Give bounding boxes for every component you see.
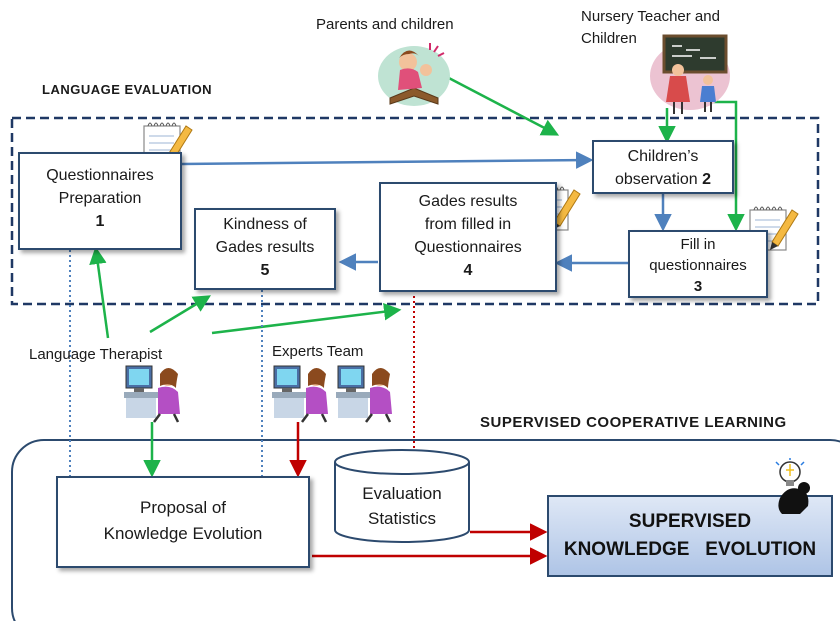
nursery-teacher-label-line2: Children <box>581 30 637 47</box>
box-4-line2: from filled in <box>424 216 512 233</box>
language-evaluation-frame <box>10 116 820 306</box>
box-3-line2: questionnaires <box>649 257 747 274</box>
supervised-line1: SUPERVISED <box>628 511 752 532</box>
arrow-teacher-to-3 <box>712 100 745 232</box>
lightbulb-thinker-icon <box>775 458 810 514</box>
box-1-line1: Questionnaires <box>46 167 154 184</box>
box-4-line3: Questionnaires <box>414 239 522 256</box>
language-evaluation-label: LANGUAGE EVALUATION <box>42 82 213 97</box>
box-2-number: 2 <box>702 171 712 188</box>
proposal-line1: Proposal of <box>140 498 226 517</box>
computer-user-icon <box>336 365 392 423</box>
nursery-teacher-label-line1: Nursery Teacher and <box>581 8 720 25</box>
parents-children-label: Parents and children <box>316 16 454 33</box>
questionnaires-preparation-box: Questionnaires Preparation 1 <box>18 152 182 250</box>
proposal-knowledge-evolution-box: Proposal of Knowledge Evolution <box>56 476 310 568</box>
box-4-number: 4 <box>463 262 473 279</box>
statistics-line2: Statistics <box>367 509 437 528</box>
box-4-line1: Gades results <box>418 193 518 210</box>
box-3-line1: Fill in <box>680 236 716 253</box>
computer-user-icon <box>272 365 328 423</box>
childrens-observation-box: Children’s observation 2 <box>592 140 734 194</box>
proposal-line2: Knowledge Evolution <box>103 524 263 543</box>
kindness-gades-box: Kindness of Gades results 5 <box>194 208 336 290</box>
box-1-line2: Preparation <box>58 190 142 207</box>
evaluation-statistics-cylinder <box>334 449 470 543</box>
arrow-therapist-to-4 <box>211 303 402 335</box>
arrow-therapist-to-1 <box>89 246 110 339</box>
box-5-line2: Gades results <box>215 239 315 256</box>
box-5-line1: Kindness of <box>223 216 307 233</box>
supervised-knowledge-text: SUPERVISED KNOWLEDGE EVOLUTION <box>548 508 832 564</box>
box-2-line2-text: observation <box>614 171 698 188</box>
gades-results-box: Gades results from filled in Questionnai… <box>379 182 557 292</box>
box-2-line1: Children’s <box>627 148 699 165</box>
box-1-number: 1 <box>95 213 105 230</box>
box-2-line2: observation 2 <box>594 168 732 191</box>
box-5-number: 5 <box>260 262 270 279</box>
parent-reading-icon <box>378 43 450 106</box>
arrow-1-to-2 <box>181 151 594 169</box>
teacher-blackboard-icon <box>650 34 730 114</box>
supervised-line2: KNOWLEDGE EVOLUTION <box>563 539 817 560</box>
arrow-therapist-to-5 <box>149 295 211 334</box>
statistics-line1: Evaluation <box>362 484 442 503</box>
experts-team-label: Experts Team <box>272 343 364 360</box>
fill-in-questionnaires-box: Fill in questionnaires 3 <box>628 230 768 298</box>
evaluation-statistics-text: Evaluation Statistics <box>335 481 469 531</box>
computer-user-icon <box>124 365 180 423</box>
supervised-cooperative-learning-label: SUPERVISED COOPERATIVE LEARNING <box>480 414 787 431</box>
language-therapist-label: Language Therapist <box>29 346 163 363</box>
box-3-number: 3 <box>693 278 703 295</box>
arrow-parents-to-2 <box>444 74 560 136</box>
